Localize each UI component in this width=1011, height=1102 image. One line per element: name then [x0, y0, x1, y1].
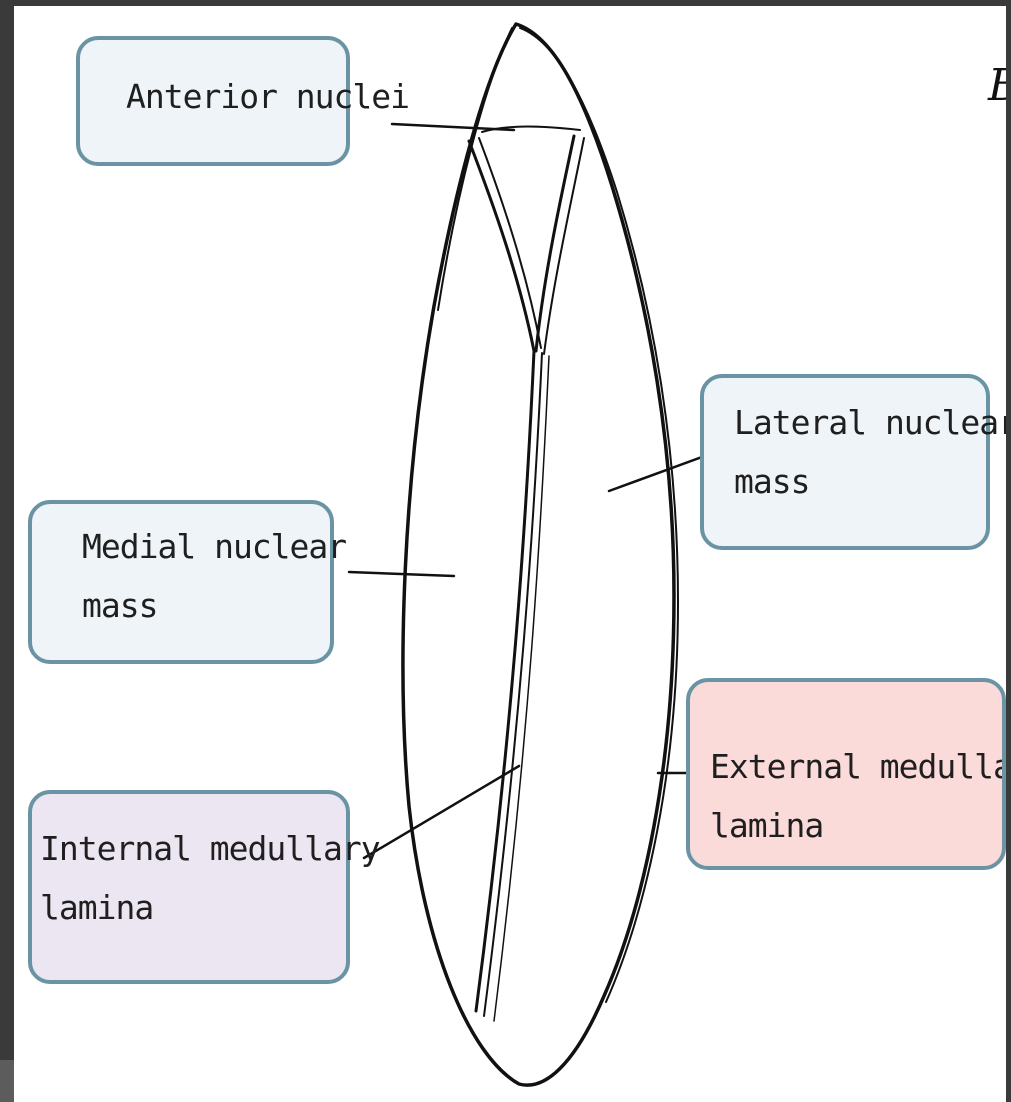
label-anterior-nuclei: Anterior nuclei [76, 36, 410, 166]
label-internal-line2: lamina [40, 887, 154, 927]
internal-medullary-lamina [467, 139, 536, 353]
label-medial-nuclear-mass: Medial nuclear mass [28, 500, 347, 664]
leader-medial [347, 570, 456, 578]
label-anterior-text: Anterior nuclei [126, 77, 410, 116]
figure-letter: B [988, 60, 1006, 111]
label-lateral-nuclear-mass: Lateral nuclear mass [700, 374, 1006, 550]
label-internal-medullary-lamina: Internal medullary lamina [28, 790, 381, 984]
label-medial-line2: mass [82, 585, 158, 625]
label-external-line2: lamina [710, 805, 824, 845]
leader-anterior [390, 122, 516, 132]
thalamus-outline [401, 22, 676, 1087]
label-internal-line1: Internal medullary [40, 829, 381, 868]
label-medial-line1: Medial nuclear [82, 527, 347, 566]
diagram-page: B Anterior nuclei Lateral nuclear mass M… [14, 6, 1006, 1102]
label-external-line1: External medullary [710, 747, 1002, 786]
label-lateral-line2: mass [734, 461, 810, 501]
label-external-medullary-lamina: External medullary lamina [686, 678, 1006, 870]
label-lateral-line1: Lateral nuclear [734, 403, 1006, 442]
bottom-edge-bar [0, 1060, 14, 1102]
thalamus-diagram [347, 22, 734, 1087]
leader-internal [362, 764, 521, 860]
